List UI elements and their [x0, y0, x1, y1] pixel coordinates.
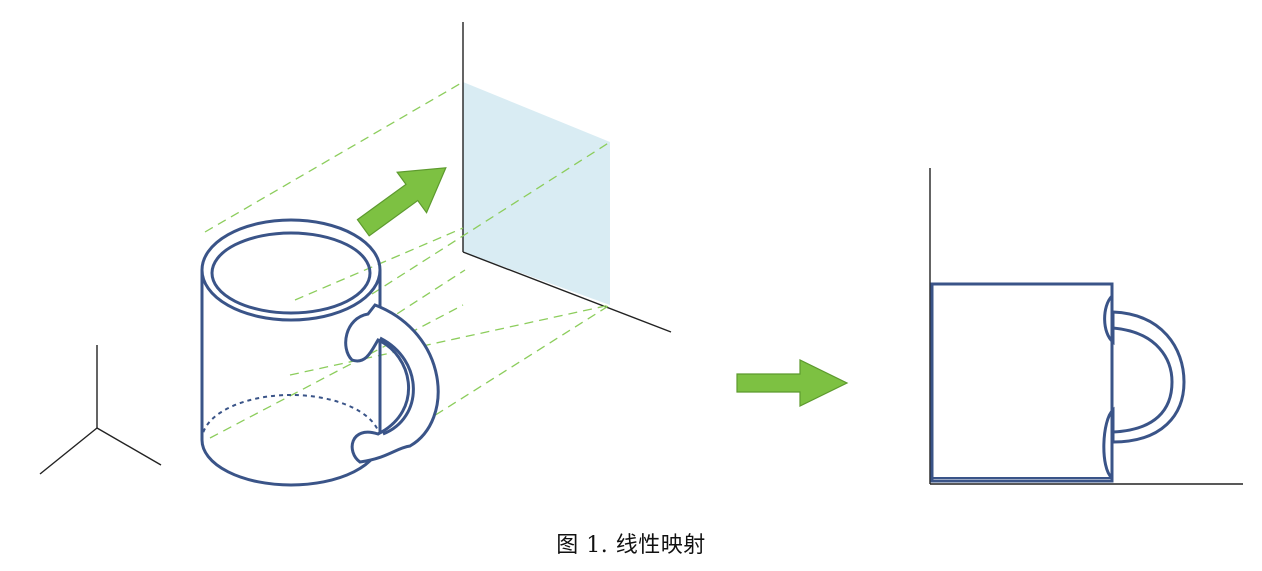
3d-axes — [39, 345, 162, 475]
mapping-arrow-icon — [736, 359, 849, 407]
mug-3d — [200, 218, 440, 487]
figure-caption: 图 1. 线性映射 — [556, 533, 706, 558]
projection-plane — [462, 22, 672, 333]
projection-arrow-icon — [356, 167, 447, 237]
mug-2d — [930, 282, 1186, 483]
2d-axes — [929, 168, 1243, 485]
